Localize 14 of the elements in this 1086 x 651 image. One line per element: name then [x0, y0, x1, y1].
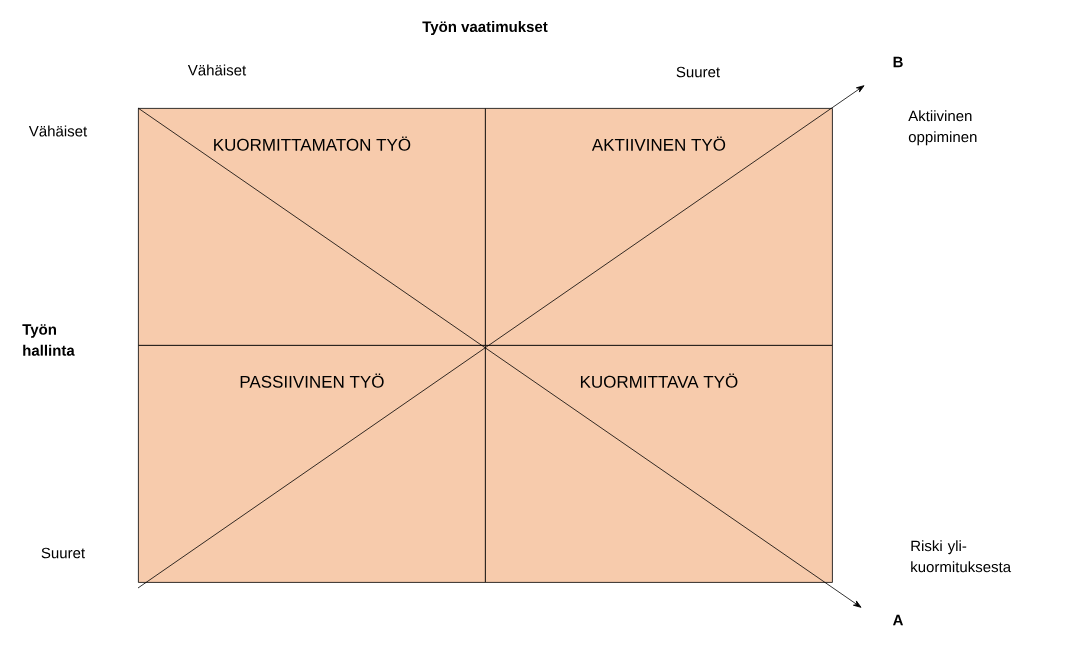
level-label: Vähäiset	[187, 64, 247, 76]
quadrant-box: KUORMITTAVA TYÖ	[485, 345, 833, 583]
axis-title: Työn vaatimukset	[422, 21, 548, 35]
quadrant-box: KUORMITTAMATON TYÖ	[138, 108, 486, 346]
level-label: Vähäiset	[28, 125, 88, 137]
diagonal-letter: B	[893, 56, 903, 68]
outcome-label: Aktiivinen oppiminen	[908, 110, 977, 146]
quadrant-box: PASSIIVINEN TYÖ	[138, 345, 486, 583]
level-label: Suuret	[41, 547, 85, 559]
outcome-label: Riski yli- kuormituksesta	[911, 540, 1012, 573]
diagonal-letter: A	[892, 614, 904, 626]
axis-title: Työn hallinta	[22, 324, 75, 356]
quadrant-box: AKTIIVINEN TYÖ	[485, 108, 833, 346]
level-label: Suuret	[676, 66, 720, 78]
